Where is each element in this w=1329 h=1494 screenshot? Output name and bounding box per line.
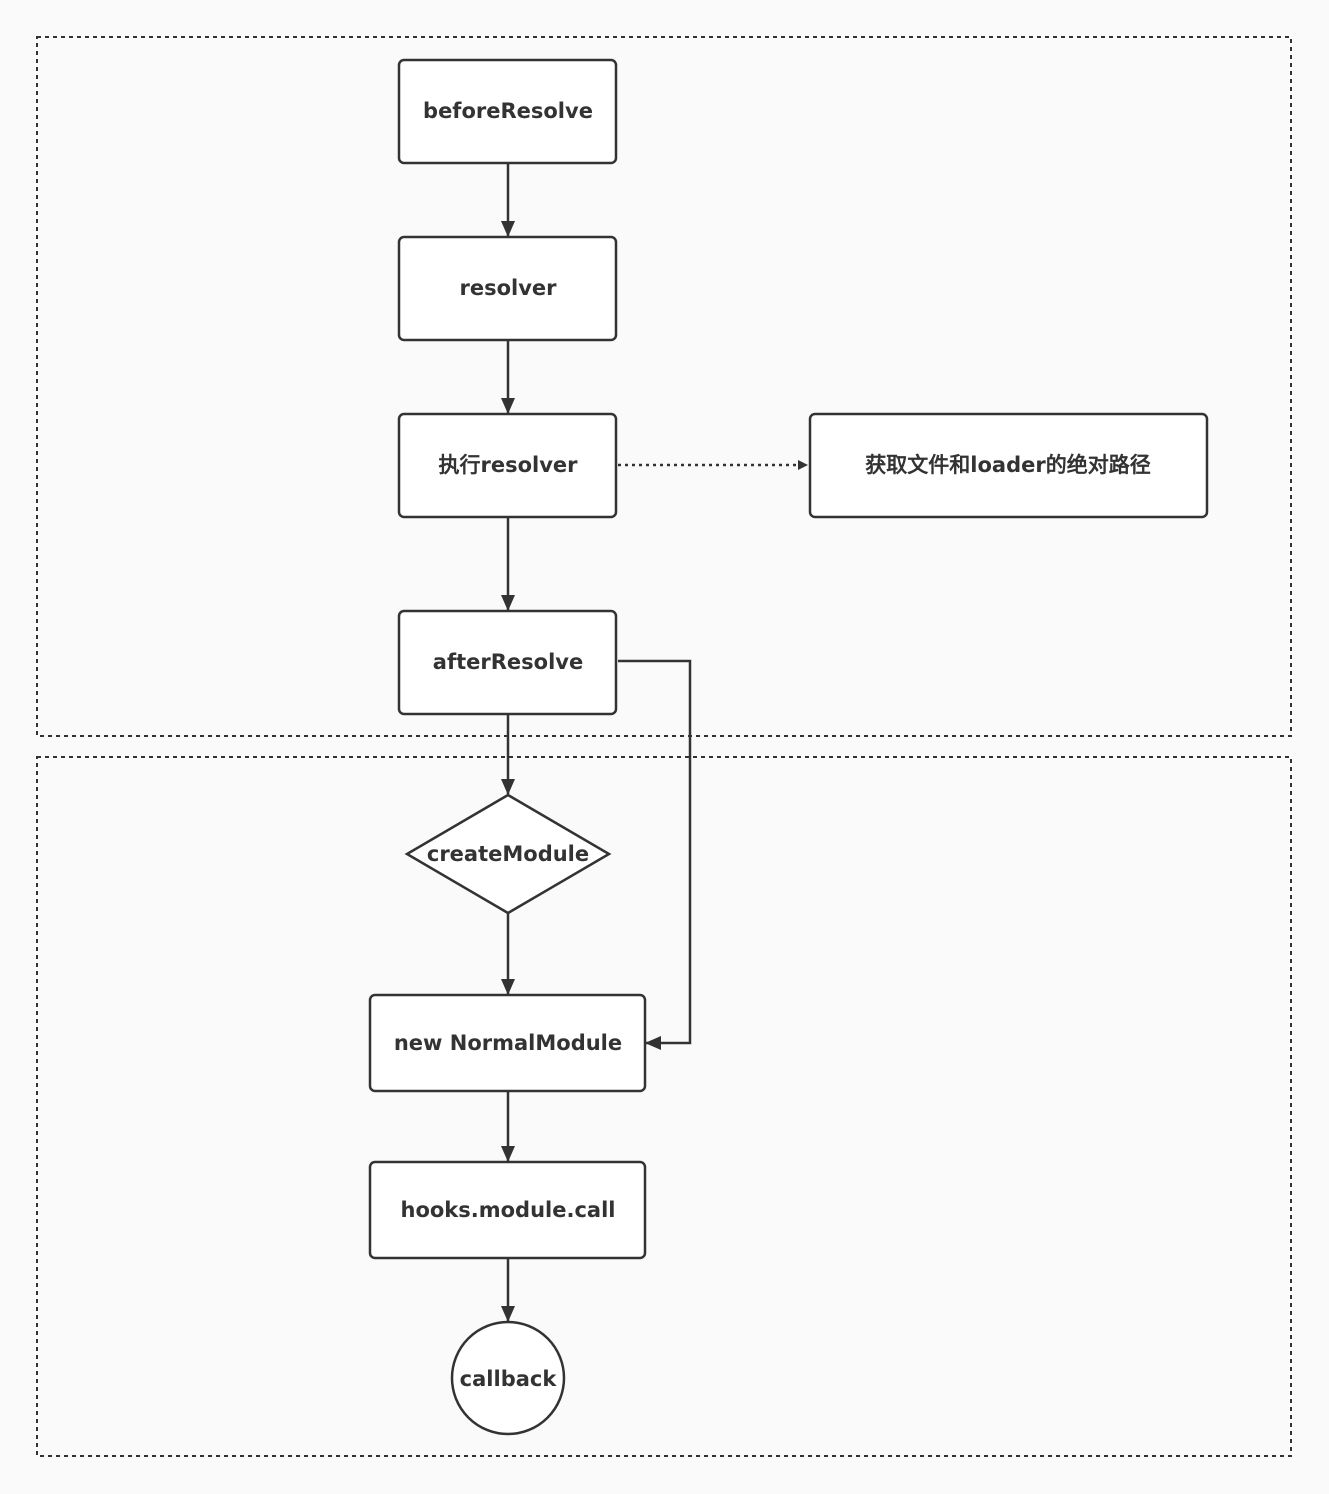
node-hooks-module-call-label: hooks.module.call — [401, 1198, 616, 1222]
node-before-resolve: beforeResolve — [397, 58, 618, 165]
node-create-module-label: createModule — [427, 842, 589, 866]
node-new-normal-module-label: new NormalModule — [394, 1031, 622, 1055]
node-after-resolve-label: afterResolve — [433, 650, 583, 674]
node-before-resolve-label: beforeResolve — [423, 99, 593, 123]
edge-after-resolve-to-new-normal-module — [618, 659, 692, 1050]
node-create-module: createModule — [404, 793, 612, 915]
node-get-paths-label: 获取文件和loader的绝对路径 — [865, 453, 1150, 477]
group-module-phase — [36, 756, 1292, 1457]
node-hooks-module-call: hooks.module.call — [368, 1160, 647, 1260]
node-run-resolver-label: 执行resolver — [438, 453, 578, 477]
node-run-resolver: 执行resolver — [397, 412, 618, 519]
node-new-normal-module: new NormalModule — [368, 993, 647, 1093]
node-callback-label: callback — [460, 1367, 558, 1391]
group-resolve-phase — [36, 36, 1292, 737]
node-callback: callback — [450, 1320, 566, 1436]
node-resolver: resolver — [397, 235, 618, 342]
node-get-paths: 获取文件和loader的绝对路径 — [808, 412, 1209, 519]
node-resolver-label: resolver — [459, 276, 557, 300]
node-after-resolve: afterResolve — [397, 609, 618, 716]
